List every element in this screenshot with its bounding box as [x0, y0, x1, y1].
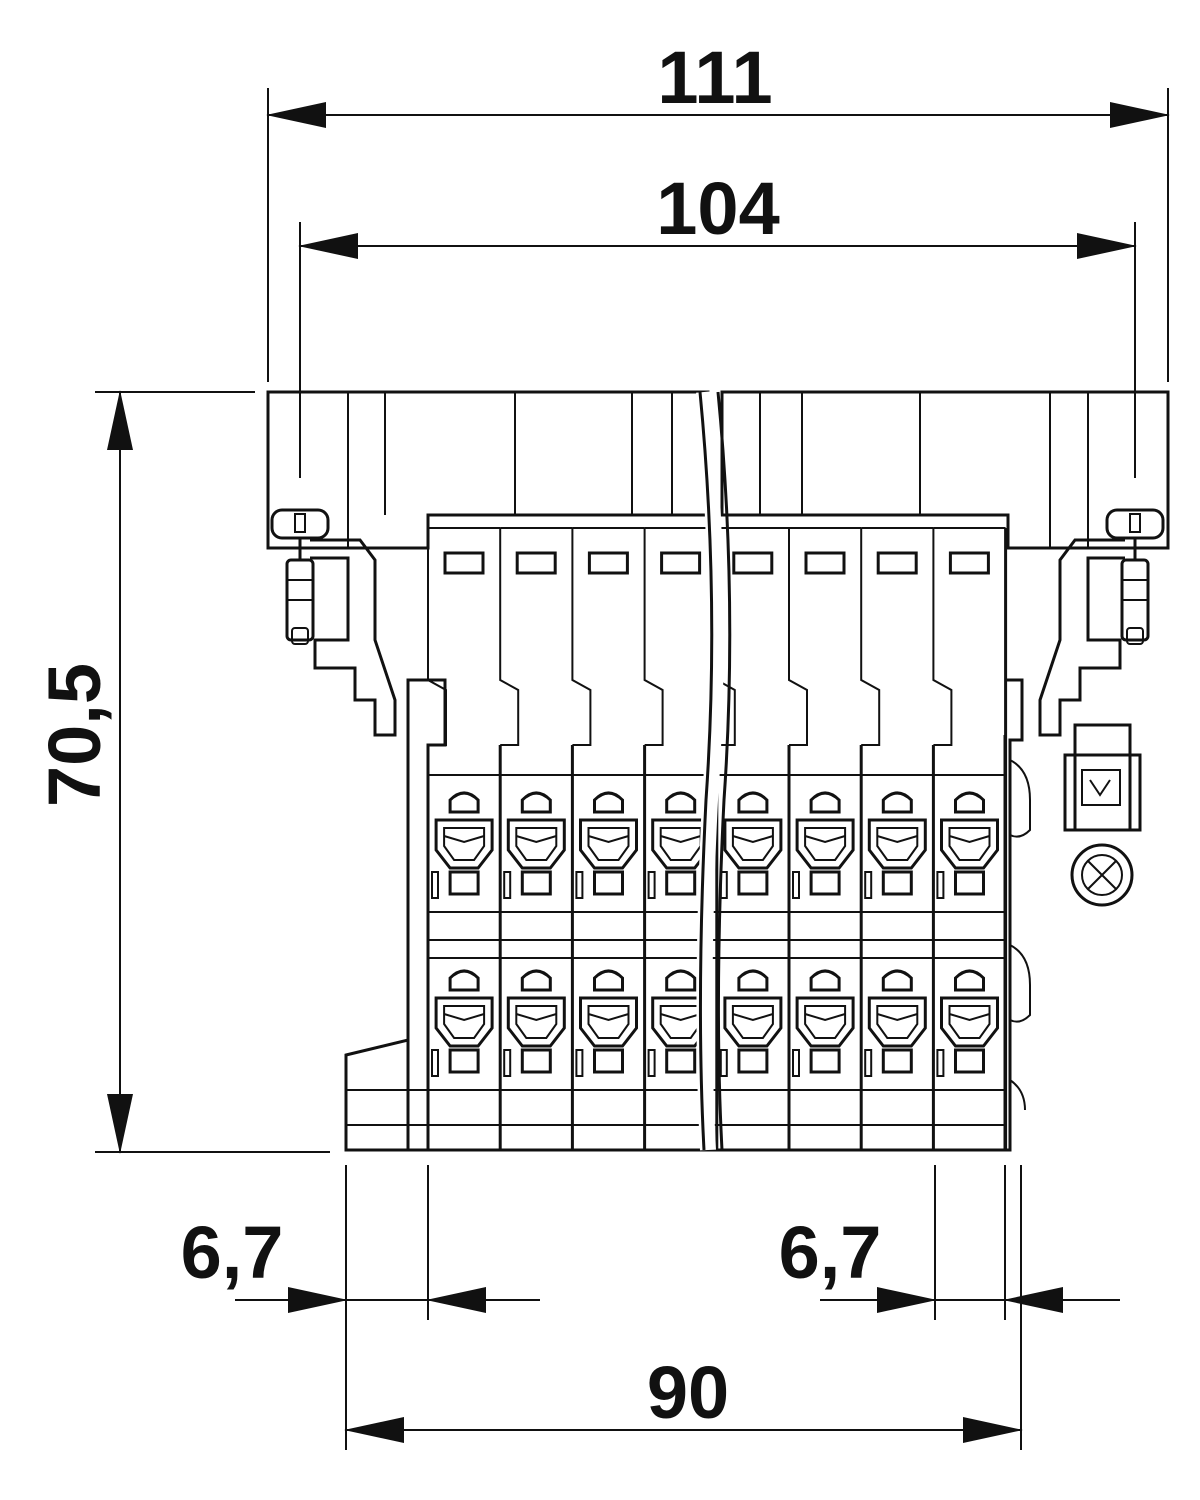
terminal-module	[931, 527, 1006, 1150]
label-window	[948, 551, 990, 575]
label-height: 70,5	[33, 663, 116, 807]
label-mounting-width: 104	[656, 167, 779, 250]
terminal-module	[426, 527, 501, 1150]
push-in-clamp-icon	[936, 969, 999, 1077]
dimension-left-offset: 6,7	[181, 1165, 540, 1320]
push-in-clamp-icon	[719, 969, 783, 1077]
right-mounting-screw-icon	[1105, 508, 1165, 645]
terminal-module	[715, 527, 789, 1150]
left-mounting-screw-icon	[270, 508, 330, 645]
terminal-module	[787, 527, 862, 1150]
dimension-overall-width: 111	[266, 36, 1170, 382]
label-window	[732, 551, 774, 575]
terminal-module	[859, 527, 934, 1150]
label-window	[587, 551, 629, 575]
push-in-clamp-icon	[719, 791, 783, 899]
push-in-clamp-icon	[431, 791, 494, 899]
label-overall-width: 111	[657, 36, 772, 119]
label-window	[515, 551, 557, 575]
label-right-offset: 6,7	[779, 1211, 882, 1294]
terminal-module	[570, 527, 645, 1150]
label-window	[876, 551, 918, 575]
push-in-clamp-icon	[864, 969, 927, 1077]
terminal-module	[498, 527, 573, 1150]
dimension-height: 70,5	[33, 390, 330, 1154]
push-in-clamp-icon	[575, 969, 638, 1077]
dimension-right-offset: 6,7	[779, 1165, 1120, 1320]
label-window	[804, 551, 846, 575]
push-in-clamp-icon	[503, 969, 566, 1077]
push-in-clamp-icon	[864, 791, 927, 899]
push-in-clamp-icon	[503, 791, 566, 899]
push-in-clamp-icon	[431, 969, 494, 1077]
break-line	[696, 391, 732, 1151]
dimension-mounting-width: 104	[298, 167, 1137, 478]
earth-terminal-icon	[1063, 723, 1142, 907]
push-in-clamp-icon	[792, 969, 855, 1077]
dimension-bottom-width: 90	[344, 1165, 1023, 1450]
push-in-clamp-icon	[936, 791, 999, 899]
label-window	[660, 551, 702, 575]
label-left-offset: 6,7	[181, 1211, 284, 1294]
push-in-clamp-icon	[792, 791, 855, 899]
push-in-clamp-icon	[575, 791, 638, 899]
label-bottom-width: 90	[647, 1351, 729, 1434]
label-window	[443, 551, 485, 575]
